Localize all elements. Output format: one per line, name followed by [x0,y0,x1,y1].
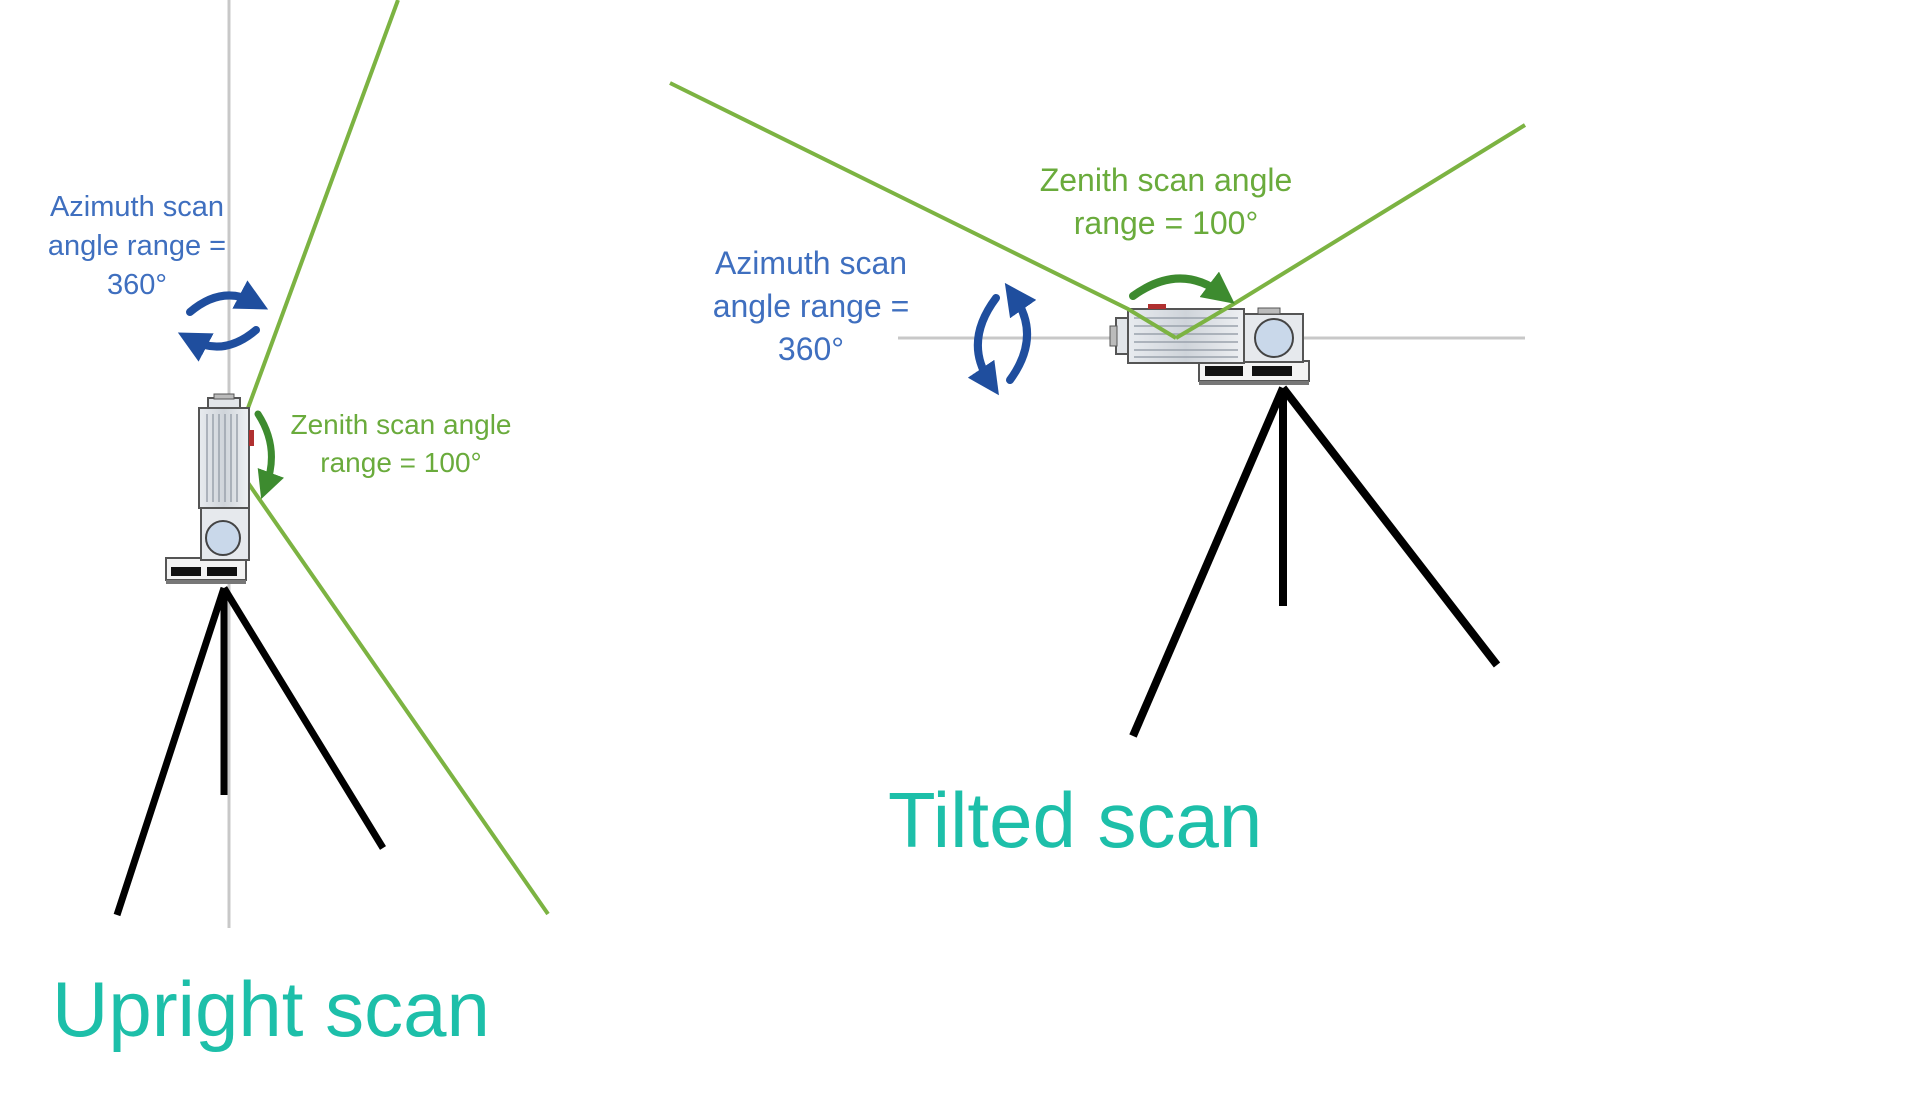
tilted-laser-scanner-icon [1109,304,1310,385]
tilted-azimuth-rotation-arrows-icon [967,282,1037,396]
upright-azimuth-label-line2: angle range = [47,230,227,263]
tilted-scan-beam-left [669,81,1178,340]
upright-azimuth-label: Azimuth scan angle range = 360° [42,188,232,305]
upright-tripod-icon [113,586,386,917]
tilted-tripod-icon [1129,385,1501,738]
tilted-zenith-rotation-arrow-icon [1129,271,1235,304]
tilted-azimuth-label-line2: angle range = [712,288,910,325]
tilted-azimuth-label-line3: 360° [777,331,845,368]
upright-scan-group [113,0,550,928]
tilted-scan-caption: Tilted scan [888,776,1263,864]
upright-scan-beam-upper [228,0,400,458]
upright-zenith-label-line1: Zenith scan angle [290,409,512,440]
upright-zenith-rotation-arrow-icon [254,410,284,500]
tilted-zenith-label: Zenith scan angle range = 100° [1018,159,1314,245]
upright-azimuth-rotation-arrows-icon [177,280,269,362]
tilted-azimuth-label: Azimuth scan angle range = 360° [690,242,932,372]
tilted-scan-beam-right [1174,123,1527,340]
tilted-azimuth-label-line1: Azimuth scan [714,245,908,281]
tilted-zenith-label-line2: range = 100° [1073,205,1259,242]
upright-laser-scanner-icon [165,393,254,584]
upright-azimuth-label-line3: 360° [107,269,167,302]
upright-azimuth-label-line1: Azimuth scan [49,191,225,223]
upright-scan-beam-lower [228,455,550,916]
tilted-zenith-label-line1: Zenith scan angle [1039,162,1293,198]
upright-zenith-label-line2: range = 100° [320,446,482,478]
tilted-scan-group [669,81,1527,738]
upright-scan-caption: Upright scan [52,965,490,1053]
upright-zenith-label: Zenith scan angle range = 100° [286,406,516,482]
